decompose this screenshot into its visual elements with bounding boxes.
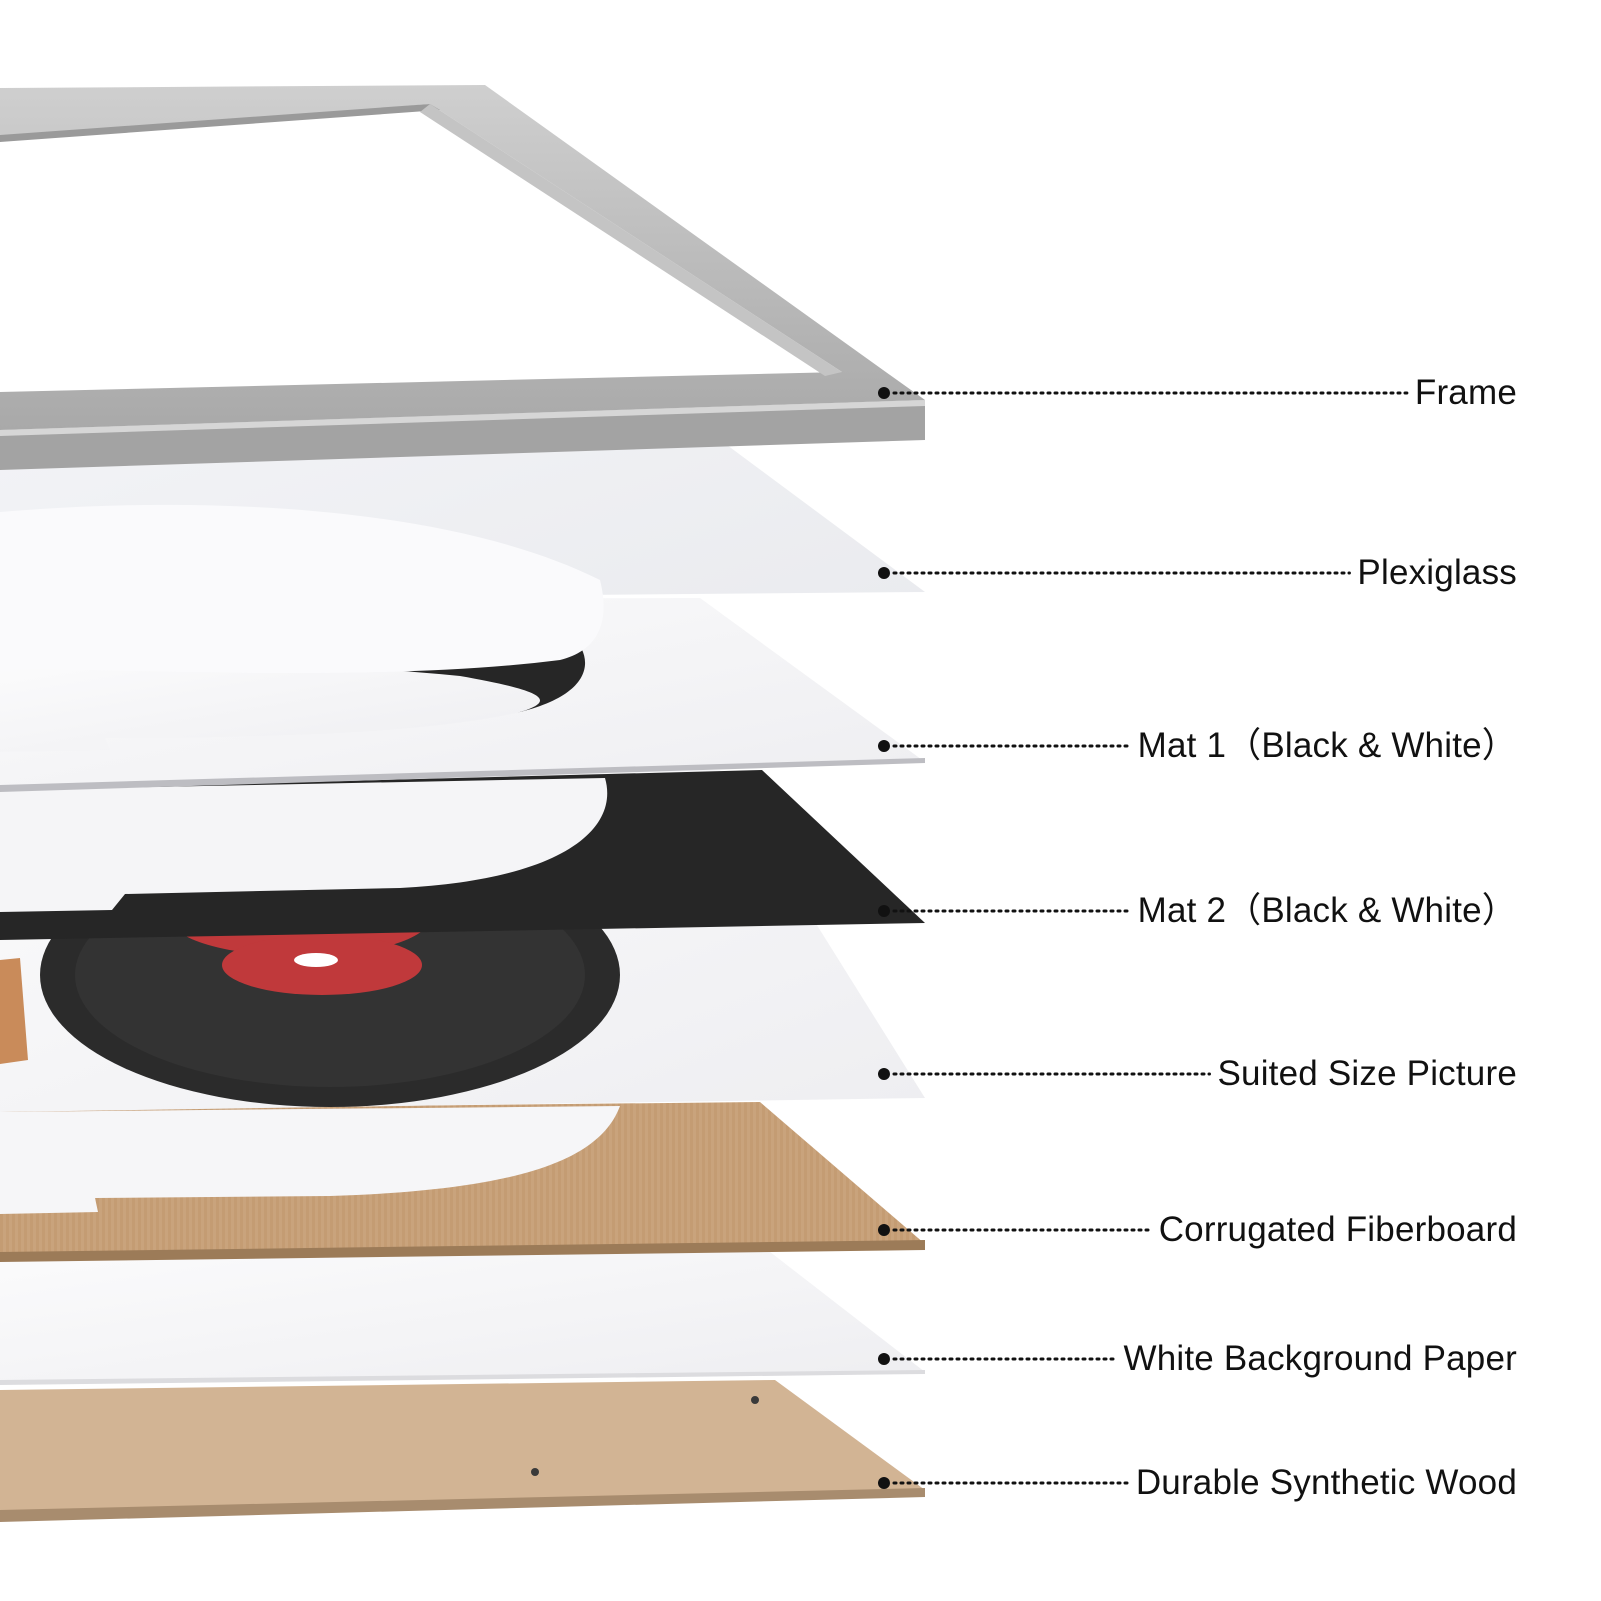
leader-dot-fiberboard xyxy=(878,1224,890,1236)
leader-dot-mat2 xyxy=(878,905,890,917)
leader-dot-background-paper xyxy=(878,1353,890,1365)
label-picture: Suited Size Picture xyxy=(1217,1054,1517,1093)
label-fiberboard: Corrugated Fiberboard xyxy=(1158,1210,1517,1249)
layer-mat2 xyxy=(0,770,925,940)
leader-dot-synthetic-wood xyxy=(878,1477,890,1489)
layer-frame xyxy=(0,85,925,470)
label-background-paper: White Background Paper xyxy=(1123,1339,1517,1378)
label-mat1: Mat 1（Black & White） xyxy=(1137,726,1517,765)
layer-fiberboard xyxy=(0,1102,925,1262)
label-mat2: Mat 2（Black & White） xyxy=(1137,891,1517,930)
label-synthetic-wood: Durable Synthetic Wood xyxy=(1135,1463,1517,1502)
leader-dot-frame xyxy=(878,387,890,399)
leader-dot-plexiglass xyxy=(878,567,890,579)
leader-dot-picture xyxy=(878,1068,890,1080)
layer-synthetic-wood xyxy=(0,1380,925,1522)
label-frame: Frame xyxy=(1414,373,1517,412)
leader-lines xyxy=(878,387,1409,1489)
leader-dot-mat1 xyxy=(878,740,890,752)
label-plexiglass: Plexiglass xyxy=(1357,553,1517,592)
layer-background-paper xyxy=(0,1248,925,1385)
